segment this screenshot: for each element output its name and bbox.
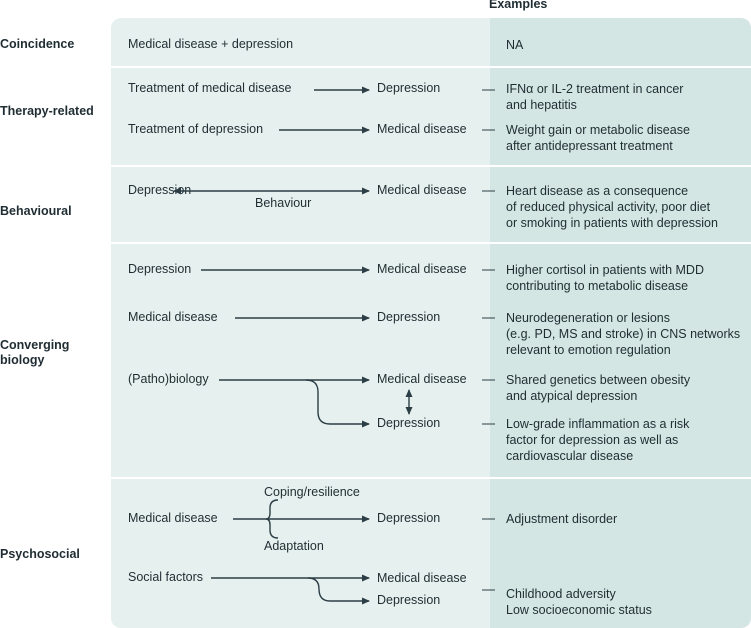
example-adjustment: Adjustment disorder — [506, 512, 618, 526]
diagram-panel — [111, 18, 490, 628]
category-behavioural: Behavioural — [0, 204, 72, 218]
bio-depression-target: Medical disease — [377, 262, 467, 276]
example-social: Childhood adversity Low socioeconomic st… — [506, 587, 652, 617]
row-separator — [111, 66, 751, 68]
behavioural-via-label: Behaviour — [255, 196, 312, 210]
example-therapy-medical: IFNα or IL-2 treatment in cancer and hep… — [506, 82, 684, 112]
coincidence-node: Medical disease + depression — [128, 37, 294, 51]
category-coincidence: Coincidence — [0, 37, 75, 51]
example-therapy-depression: Weight gain or metabolic disease after a… — [506, 123, 690, 153]
category-converging-biology: Converging biology — [0, 338, 70, 367]
category-psychosocial: Psychosocial — [0, 547, 80, 561]
example-bio-shared-genetics: Shared genetics between obesity and atyp… — [506, 373, 691, 403]
bio-medical-target: Depression — [377, 310, 441, 324]
bio-shared-target-depression: Depression — [377, 416, 441, 430]
brace-coping — [265, 499, 279, 539]
leader-lines — [482, 89, 495, 591]
example-behavioural: Heart disease as a consequence of reduce… — [506, 184, 718, 230]
bio-shared-target-medical: Medical disease — [377, 372, 467, 386]
example-bio-depression: Higher cortisol in patients with MDD con… — [506, 263, 704, 293]
psycho-social-source: Social factors — [128, 570, 204, 584]
examples-header: Examples — [489, 0, 548, 11]
behavioural-target: Medical disease — [377, 183, 467, 197]
psycho-adaptation-label: Adaptation — [264, 539, 324, 553]
row-separator — [111, 165, 751, 167]
bio-depression-source: Depression — [128, 262, 192, 276]
row-separator — [111, 477, 751, 479]
bio-shared-source: (Patho)biology — [128, 372, 209, 386]
psycho-adjust-source: Medical disease — [128, 511, 218, 525]
psycho-social-target-medical: Medical disease — [377, 571, 467, 585]
arrow-psycho-social-depression — [307, 577, 370, 605]
therapy-depression-source: Treatment of depression — [128, 122, 264, 136]
example-bio-inflammation: Low-grade inflammation as a risk factor … — [506, 417, 690, 463]
examples-panel — [490, 18, 751, 628]
psycho-adjust-target: Depression — [377, 511, 441, 525]
psycho-coping-label: Coping/resilience — [264, 485, 360, 499]
therapy-medical-source: Treatment of medical disease — [128, 81, 292, 95]
psycho-social-target-depression: Depression — [377, 593, 441, 607]
therapy-depression-target: Medical disease — [377, 122, 467, 136]
example-bio-medical: Neurodegeneration or lesions (e.g. PD, M… — [506, 311, 741, 357]
bio-medical-source: Medical disease — [128, 310, 218, 324]
therapy-medical-target: Depression — [377, 81, 441, 95]
arrow-bio-shared-depression — [305, 379, 370, 428]
example-coincidence: NA — [506, 38, 524, 52]
row-separator — [111, 242, 751, 244]
category-therapy-related: Therapy-related — [0, 104, 94, 118]
